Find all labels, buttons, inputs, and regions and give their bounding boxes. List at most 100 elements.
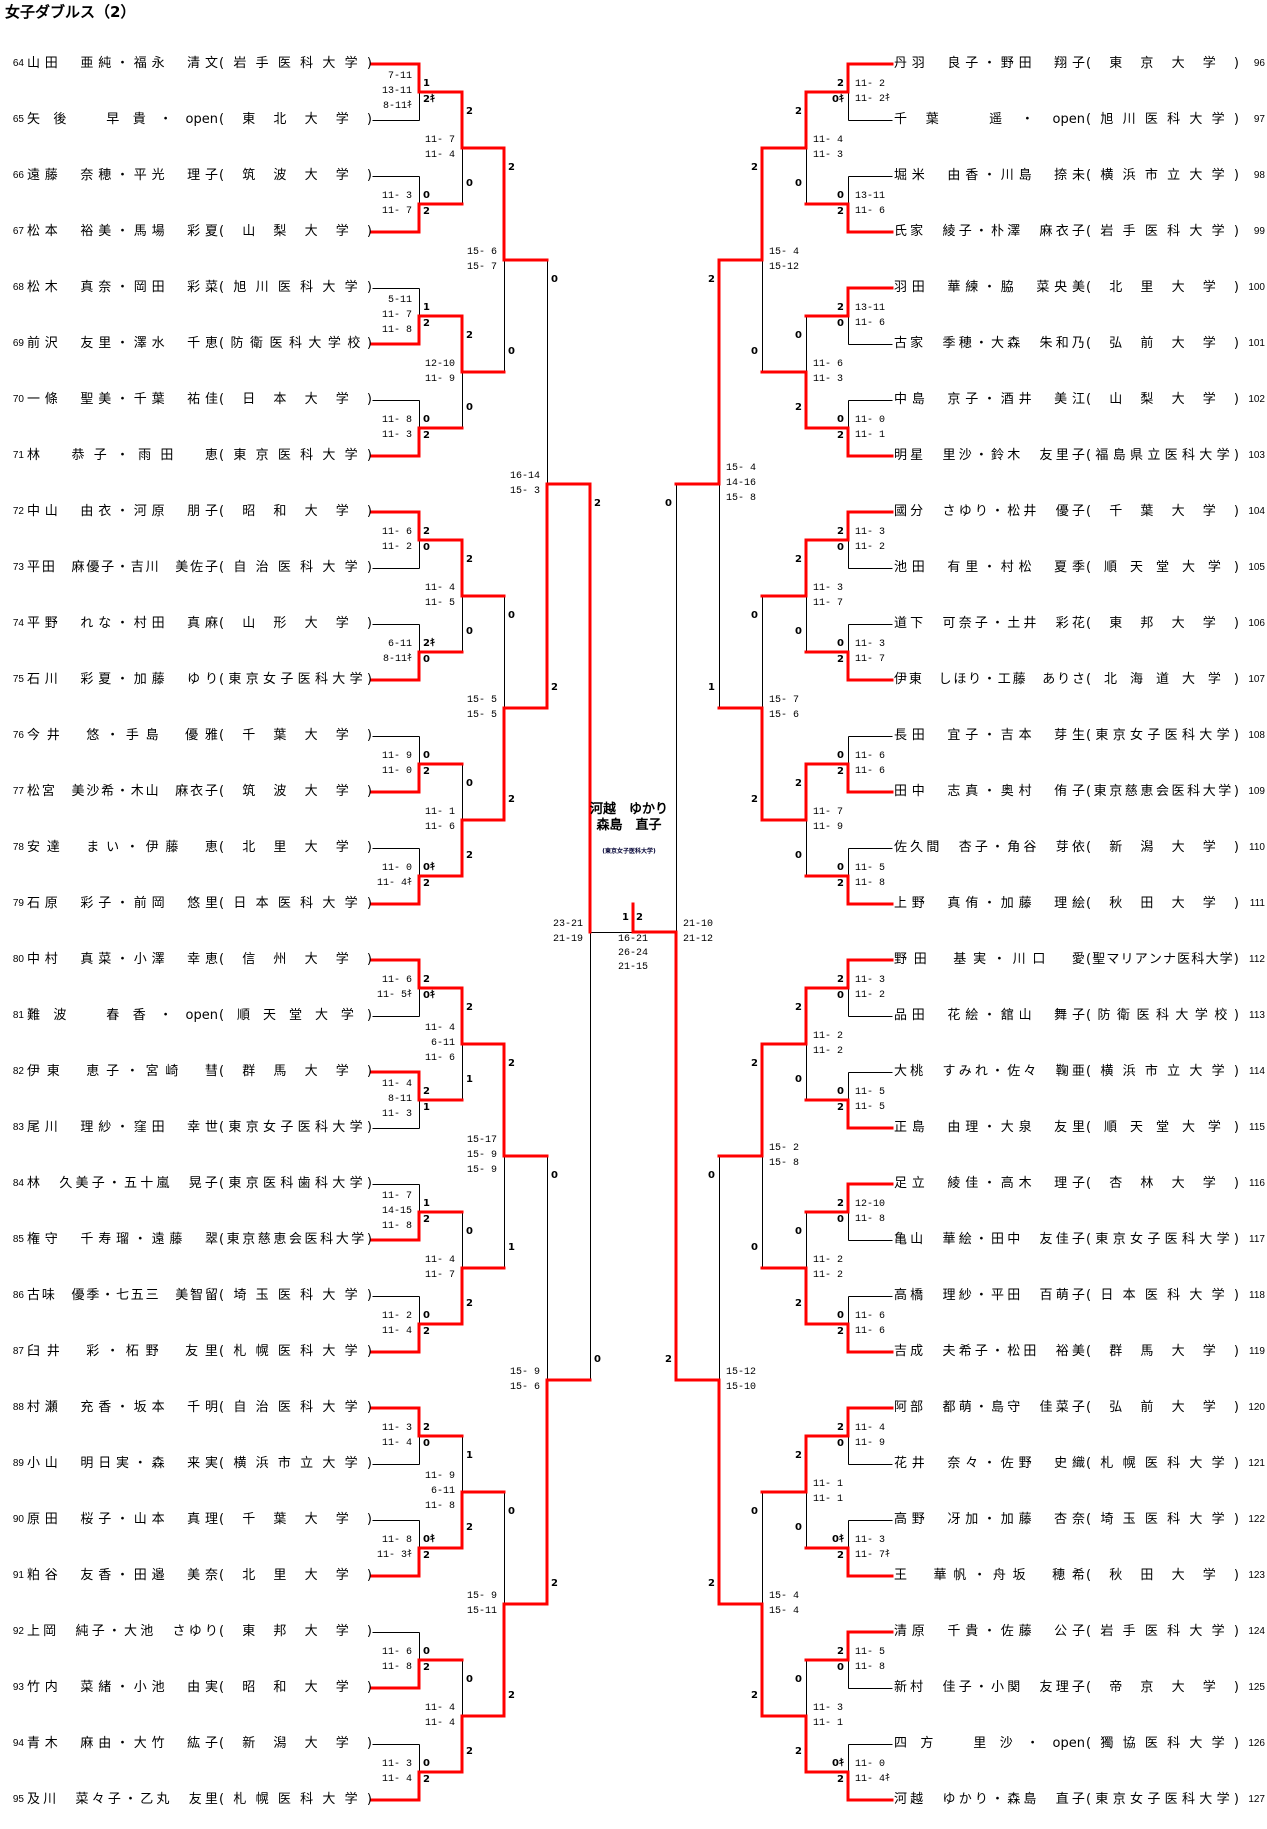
- glyph: ): [1233, 168, 1239, 183]
- glyph: 臼: [27, 1344, 41, 1359]
- glyph: 大: [1171, 840, 1185, 855]
- glyph: ・: [115, 224, 129, 239]
- seed-number: 91: [12, 1570, 24, 1581]
- glyph: 医: [277, 1288, 291, 1303]
- glyph: 清: [187, 56, 201, 71]
- result-top: 0: [837, 1086, 844, 1097]
- glyph: (: [1086, 392, 1092, 407]
- glyph: 本: [273, 392, 287, 407]
- glyph: 永: [151, 56, 165, 71]
- glyph: 学: [1202, 1176, 1216, 1191]
- glyph: 桜: [80, 1512, 94, 1527]
- glyph: ン: [1148, 952, 1162, 967]
- glyph: ): [366, 784, 372, 799]
- glyph: ): [1233, 448, 1239, 463]
- result-bottom: 0: [795, 850, 802, 861]
- game-score: 15- 9: [466, 1165, 497, 1176]
- university: (東北大学): [219, 112, 372, 128]
- glyph: 大: [1171, 392, 1185, 407]
- game-score: 11- 7: [424, 134, 455, 146]
- glyph: 野: [44, 616, 58, 631]
- glyph: 大: [304, 784, 318, 799]
- game-score: 15- 6: [769, 709, 800, 721]
- pair-names: 松木 真奈・岡田 彩菜: [27, 280, 218, 296]
- glyph: 里: [273, 840, 287, 855]
- result-bottom: 0: [423, 654, 430, 665]
- glyph: し: [938, 672, 952, 687]
- glyph: (: [1086, 224, 1092, 239]
- glyph: 夏: [204, 224, 218, 239]
- glyph: さ: [942, 504, 956, 519]
- glyph: 貴: [132, 112, 146, 127]
- glyph: 依: [1071, 840, 1085, 855]
- pair-names: 竹内 菜緒・小池 由実: [27, 1680, 218, 1696]
- result-bottom: 0ｷ: [832, 94, 844, 105]
- glyph: 丹: [894, 56, 908, 71]
- glyph: ・: [974, 1288, 988, 1303]
- glyph: れ: [974, 1064, 988, 1079]
- glyph: 女: [1130, 1792, 1144, 1807]
- game-score: 11- 8: [381, 1534, 412, 1546]
- glyph: 学: [335, 1512, 349, 1527]
- game-score: 11- 3: [381, 429, 412, 441]
- glyph: 王: [894, 1568, 908, 1583]
- glyph: 々: [965, 1456, 979, 1471]
- glyph: 田: [160, 448, 174, 463]
- glyph: 学: [1211, 1456, 1225, 1471]
- glyph: 京: [1112, 728, 1126, 743]
- glyph: 科: [300, 1288, 314, 1303]
- pair-names: 野田 基実・川口 愛: [894, 952, 1085, 968]
- glyph: 林: [27, 1176, 41, 1191]
- glyph: 大: [1171, 896, 1185, 911]
- game-score: 11- 4: [424, 1254, 455, 1266]
- game-score: 11- 4: [424, 1702, 455, 1714]
- glyph: 吉: [1000, 728, 1014, 743]
- glyph: 藤: [44, 168, 58, 183]
- glyph: ・: [107, 1624, 121, 1639]
- pair-names: 正島 由理・大泉 友里: [894, 1120, 1085, 1136]
- glyph: ・: [115, 1512, 129, 1527]
- glyph: 大: [124, 1624, 138, 1639]
- glyph: 学: [1211, 168, 1225, 183]
- glyph: 実: [973, 952, 987, 967]
- glyph: 奈: [1071, 1512, 1085, 1527]
- glyph: 弘: [1109, 1400, 1123, 1415]
- glyph: 友: [1054, 1120, 1068, 1135]
- glyph: ): [1233, 1288, 1239, 1303]
- glyph: 大: [991, 336, 1005, 351]
- glyph: 学: [340, 1008, 354, 1023]
- glyph: (: [1086, 1288, 1092, 1303]
- glyph: 華: [942, 1232, 956, 1247]
- glyph: 医: [1144, 224, 1158, 239]
- glyph: 学: [327, 336, 341, 351]
- glyph: 田: [911, 1008, 925, 1023]
- glyph: 舟: [992, 1568, 1006, 1583]
- glyph: 学: [344, 896, 358, 911]
- pair-names: 長田 宜子・吉本 芽生: [894, 728, 1085, 744]
- glyph: 大: [304, 504, 318, 519]
- glyph: 医: [277, 896, 291, 911]
- seed-number: 121: [1248, 1458, 1265, 1469]
- glyph: (: [1086, 1456, 1092, 1471]
- glyph: 大: [1189, 224, 1203, 239]
- glyph: ): [366, 728, 372, 743]
- glyph: 古: [894, 336, 908, 351]
- glyph: ): [366, 1680, 372, 1695]
- game-score: 7-11: [387, 71, 412, 82]
- university: (順天堂大学): [1086, 560, 1239, 576]
- final-game-score: 26-24: [617, 948, 649, 959]
- glyph: 昭: [242, 1680, 256, 1695]
- pair-names: 平田 麻優子・吉川 美佐子: [27, 560, 218, 576]
- glyph: 貴: [965, 1624, 979, 1639]
- bracket-lines-base: [372, 92, 893, 1773]
- glyph: 翔: [1054, 56, 1068, 71]
- glyph: 大: [1205, 952, 1219, 967]
